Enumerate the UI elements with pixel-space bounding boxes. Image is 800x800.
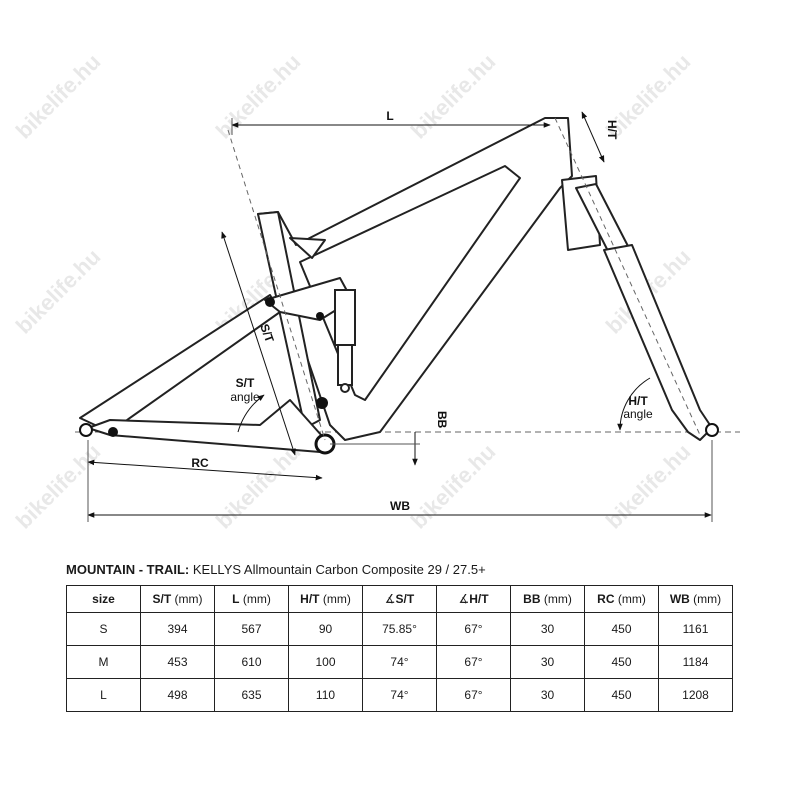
watermark: bikelife.hu bbox=[406, 439, 501, 534]
table-cell: 110 bbox=[288, 678, 363, 712]
label-L: L bbox=[386, 109, 393, 123]
column-header-label: size bbox=[92, 592, 115, 606]
label-BB: BB bbox=[435, 411, 449, 429]
watermark: bikelife.hu bbox=[11, 439, 106, 534]
watermark: bikelife.hu bbox=[211, 49, 306, 144]
table-title: MOUNTAIN - TRAIL: KELLYS Allmountain Car… bbox=[66, 562, 486, 577]
dimension-lines bbox=[87, 111, 713, 522]
column-header-unit: (mm) bbox=[239, 592, 271, 606]
column-header-label: H/T bbox=[300, 592, 320, 606]
pivot bbox=[316, 312, 324, 320]
column-header-unit: (mm) bbox=[540, 592, 572, 606]
table-cell: 74° bbox=[362, 645, 437, 679]
bike-frame bbox=[79, 117, 601, 453]
column-header-unit: (mm) bbox=[689, 592, 722, 606]
table-cell: 635 bbox=[214, 678, 289, 712]
column-header-label: L bbox=[232, 592, 240, 606]
table-cell: 67° bbox=[436, 678, 511, 712]
watermark: bikelife.hu bbox=[11, 49, 106, 144]
column-header-label: WB bbox=[669, 592, 690, 606]
table-cell: 1208 bbox=[658, 678, 733, 712]
table-cell: 1184 bbox=[658, 645, 733, 679]
rear-axle bbox=[79, 423, 93, 437]
column-header: RC (mm) bbox=[584, 585, 659, 613]
label-ST-angle-1: S/T bbox=[236, 376, 255, 390]
table-cell: 75.85° bbox=[362, 612, 437, 646]
frame-gusset bbox=[289, 237, 326, 259]
table-title-category: MOUNTAIN - TRAIL: bbox=[66, 562, 190, 577]
table-cell: 30 bbox=[510, 645, 585, 679]
column-header: WB (mm) bbox=[658, 585, 733, 613]
table-cell: 30 bbox=[510, 612, 585, 646]
table-cell: 453 bbox=[140, 645, 215, 679]
column-header-unit: (mm) bbox=[171, 592, 203, 606]
column-header-unit: (mm) bbox=[614, 592, 646, 606]
table-cell: 1161 bbox=[658, 612, 733, 646]
label-HT-angle-2: angle bbox=[623, 407, 653, 421]
column-header: H/T (mm) bbox=[288, 585, 363, 613]
label-WB: WB bbox=[390, 499, 410, 513]
rear-shock bbox=[334, 289, 356, 393]
column-header: ∡H/T bbox=[436, 585, 511, 613]
column-header-label: H/T bbox=[469, 592, 489, 606]
watermark: bikelife.hu bbox=[601, 439, 696, 534]
table-cell: S bbox=[66, 612, 141, 646]
table-cell: 74° bbox=[362, 678, 437, 712]
table-cell: 610 bbox=[214, 645, 289, 679]
pivot bbox=[108, 427, 118, 437]
column-header: ∡S/T bbox=[362, 585, 437, 613]
table-cell: 567 bbox=[214, 612, 289, 646]
label-ST: S/T bbox=[257, 322, 277, 345]
column-header-label: RC bbox=[597, 592, 615, 606]
label-HT-angle-1: H/T bbox=[628, 394, 648, 408]
column-header: BB (mm) bbox=[510, 585, 585, 613]
bike-geometry-diagram: bikelife.hu bikelife.hu bikelife.hu bike… bbox=[11, 49, 740, 534]
table-cell: 67° bbox=[436, 645, 511, 679]
table-title-model: KELLYS Allmountain Carbon Composite 29 /… bbox=[192, 562, 486, 577]
watermark: bikelife.hu bbox=[406, 49, 501, 144]
pivot bbox=[316, 397, 328, 409]
watermark: bikelife.hu bbox=[211, 439, 306, 534]
table-cell: 394 bbox=[140, 612, 215, 646]
column-header-label: S/T bbox=[395, 592, 415, 606]
table-cell: 498 bbox=[140, 678, 215, 712]
table-cell: 450 bbox=[584, 612, 659, 646]
column-header: size bbox=[66, 585, 141, 613]
table-cell: 90 bbox=[288, 612, 363, 646]
table-cell: 450 bbox=[584, 645, 659, 679]
column-header-label: S/T bbox=[152, 592, 172, 606]
watermark: bikelife.hu bbox=[11, 244, 106, 339]
column-header: S/T (mm) bbox=[140, 585, 215, 613]
angle-icon: ∡ bbox=[384, 592, 396, 606]
seat-stay bbox=[79, 294, 281, 433]
table-cell: L bbox=[66, 678, 141, 712]
label-RC: RC bbox=[191, 456, 209, 470]
table-cell: 100 bbox=[288, 645, 363, 679]
pivot bbox=[265, 297, 275, 307]
table-cell: 30 bbox=[510, 678, 585, 712]
column-header: L (mm) bbox=[214, 585, 289, 613]
table-cell: 67° bbox=[436, 612, 511, 646]
column-header-unit: (mm) bbox=[319, 592, 351, 606]
table-cell: 450 bbox=[584, 678, 659, 712]
angle-icon: ∡ bbox=[458, 592, 469, 606]
front-axle bbox=[705, 423, 719, 437]
column-header-label: BB bbox=[523, 592, 541, 606]
label-ST-angle-2: angle bbox=[230, 390, 260, 404]
table-cell: M bbox=[66, 645, 141, 679]
label-HT: H/T bbox=[605, 120, 619, 140]
